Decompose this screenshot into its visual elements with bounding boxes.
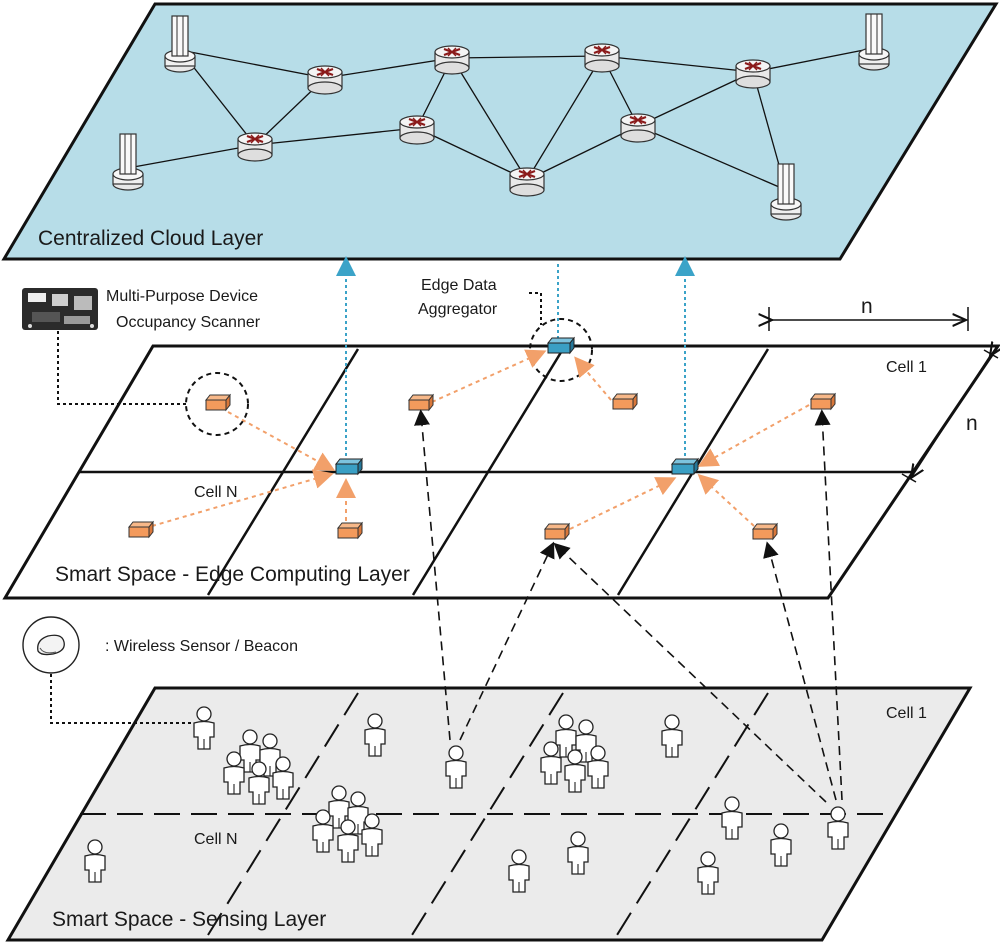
- router-icon: [734, 58, 772, 90]
- aggregator-legend-line2: Aggregator: [418, 301, 498, 318]
- occupancy-scanner: [408, 394, 434, 411]
- router-icon: [583, 42, 621, 74]
- sensing-layer: Smart Space - Sensing Layer Cell 1 Cell …: [5, 686, 973, 942]
- occupancy-scanner: [544, 523, 570, 540]
- cloud-layer-label: Centralized Cloud Layer: [38, 227, 263, 250]
- sensing-layer-label: Smart Space - Sensing Layer: [52, 908, 326, 931]
- sensor-legend: : Wireless Sensor / Beacon: [22, 616, 298, 724]
- edge-links: [151, 349, 810, 530]
- occupancy-scanner: [128, 521, 154, 538]
- occupancy-scanner: [752, 523, 778, 540]
- aggregator-legend-line1: Edge Data: [421, 277, 497, 294]
- cloud-layer: Centralized Cloud Layer: [1, 2, 999, 261]
- edge-layer: Smart Space - Edge Computing Layer Cell …: [2, 344, 1000, 600]
- cloud-uplinks: [336, 256, 695, 462]
- occupancy-scanner: [810, 393, 836, 410]
- cell-dimension: n n: [769, 295, 998, 483]
- sensing-cell-n-label: Cell N: [194, 831, 238, 848]
- sensing-links: [414, 409, 843, 803]
- router-icon: [398, 114, 436, 146]
- device-legend-line2: Occupancy Scanner: [116, 314, 261, 331]
- cloud-layer-plane: [1, 2, 999, 261]
- router-icon: [508, 166, 546, 198]
- edge-aggregator: [335, 458, 363, 475]
- occupancy-scanner: [205, 394, 231, 411]
- router-icon: [619, 112, 657, 144]
- beacon-icon: [37, 634, 65, 656]
- device-legend: Multi-Purpose Device Occupancy Scanner: [22, 288, 261, 436]
- occupancy-scanner: [612, 393, 638, 410]
- occupancy-scanner: [337, 522, 363, 539]
- cell-depth-label: n: [966, 412, 978, 435]
- edge-aggregator: [547, 337, 575, 354]
- edge-cell-1-label: Cell 1: [886, 359, 927, 376]
- router-icon: [433, 44, 471, 76]
- cell-width-label: n: [861, 295, 873, 318]
- router-icon: [236, 131, 274, 163]
- device-legend-line1: Multi-Purpose Device: [106, 288, 258, 305]
- sensor-legend-label: : Wireless Sensor / Beacon: [105, 638, 298, 655]
- raspberry-pi-icon: [22, 288, 98, 330]
- aggregator-legend: Edge Data Aggregator: [418, 277, 593, 382]
- edge-aggregator: [671, 458, 699, 475]
- edge-cell-n-label: Cell N: [194, 484, 238, 501]
- sensing-cell-1-label: Cell 1: [886, 705, 927, 722]
- edge-layer-label: Smart Space - Edge Computing Layer: [55, 563, 410, 586]
- router-icon: [306, 64, 344, 96]
